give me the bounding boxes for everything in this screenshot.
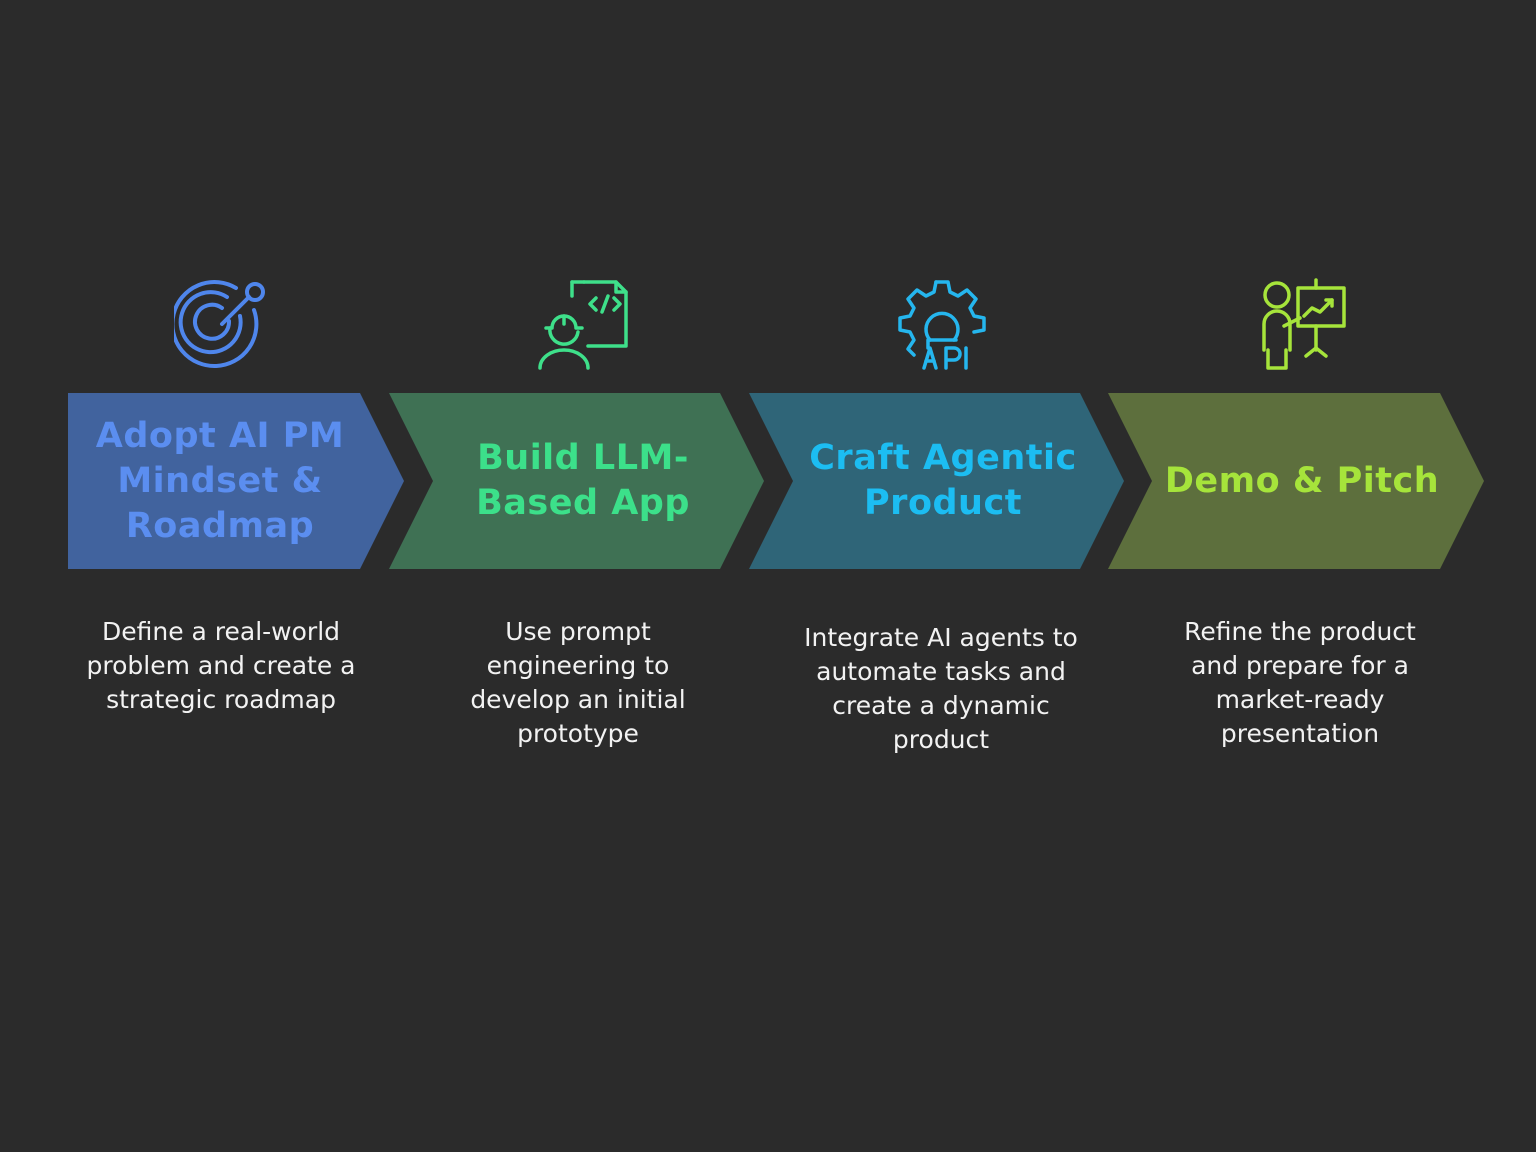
step-title-1: Adopt AI PM Mindset & Roadmap [95, 415, 345, 546]
step-title-4: Demo & Pitch [1164, 460, 1440, 501]
presenter-chart-icon [1254, 276, 1350, 372]
step-description-2: Use prompt engineering to develop an ini… [470, 617, 686, 748]
step-arrow-1: Adopt AI PM Mindset & Roadmap [68, 393, 404, 569]
step-title-2: Build LLM-Based App [476, 438, 690, 523]
developer-code-icon [536, 276, 632, 372]
step-title-3: Craft Agentic Product [809, 438, 1077, 523]
step-description-1: Define a real-world problem and create a… [86, 617, 356, 714]
step-description-3: Integrate AI agents to automate tasks an… [804, 623, 1078, 754]
step-arrow-4: Demo & Pitch [1108, 393, 1484, 569]
step-arrow-3: Craft Agentic Product [749, 393, 1124, 569]
api-gear-icon [894, 276, 990, 372]
step-description-4: Refine the product and prepare for a mar… [1184, 617, 1416, 748]
target-icon [174, 276, 270, 372]
step-arrow-2: Build LLM-Based App [389, 393, 764, 569]
